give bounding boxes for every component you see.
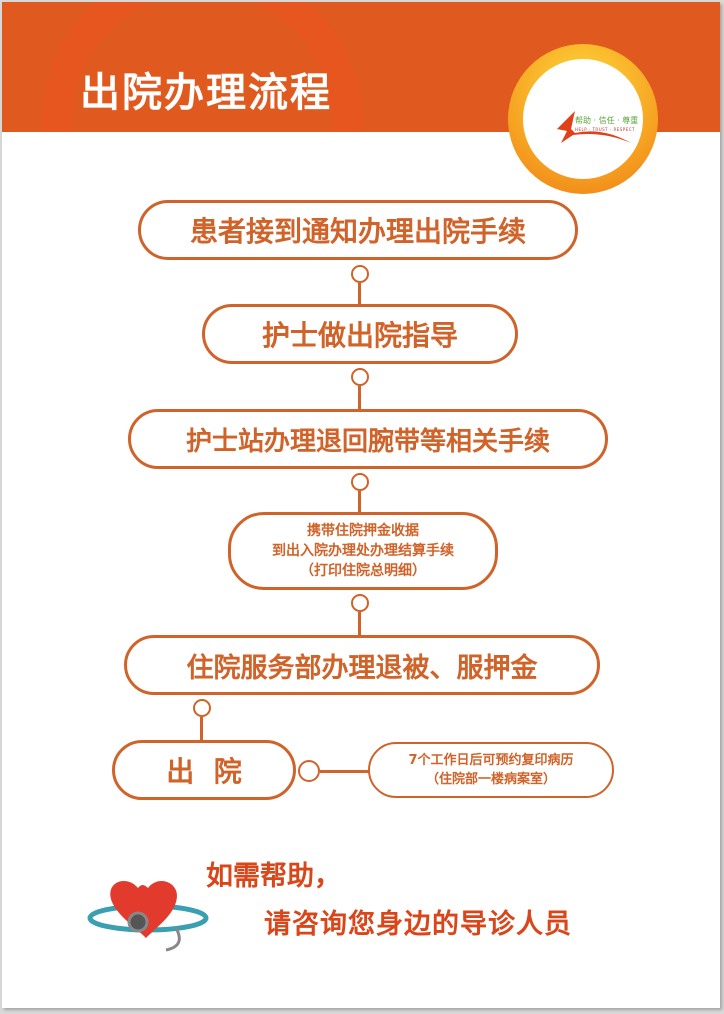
connector-circle (351, 265, 369, 283)
connector-line (358, 612, 361, 636)
logo-mark-icon (557, 111, 631, 143)
hospital-logo: 帮助 · 信任 · 尊重 HELP · TRUST · RESPECT (508, 44, 658, 194)
heart-stethoscope-icon (87, 880, 209, 952)
logo-slogan-cn: 帮助 · 信任 · 尊重 (575, 116, 639, 125)
medical-record-note: 7个工作日后可预约复印病历 （住院部一楼病案室） (368, 742, 614, 798)
help-line-2: 请咨询您身边的导诊人员 (264, 909, 572, 940)
connector-line (320, 770, 370, 773)
flow-step-3: 护士站办理退回腕带等相关手续 (128, 409, 608, 469)
connector-line (200, 717, 203, 741)
flow-step-4: 携带住院押金收据 到出入院办理处办理结算手续 （打印住院总明细） (228, 512, 498, 590)
connector-line (358, 491, 361, 513)
connector-line (358, 386, 361, 410)
help-line-1: 如需帮助， (206, 861, 341, 892)
connector-circle (351, 368, 369, 386)
connector-line (358, 283, 361, 305)
flow-step-5: 住院服务部办理退被、服押金 (124, 635, 600, 695)
logo-slogan-en: HELP · TRUST · RESPECT (575, 127, 635, 132)
connector-circle (298, 760, 320, 782)
flow-step-1: 患者接到通知办理出院手续 (138, 200, 578, 260)
connector-circle (193, 699, 211, 717)
flow-step-discharge: 出 院 (112, 740, 296, 800)
connector-circle (351, 594, 369, 612)
connector-circle (351, 473, 369, 491)
page-title: 出院办理流程 (80, 70, 332, 116)
flow-step-2: 护士做出院指导 (202, 304, 518, 364)
